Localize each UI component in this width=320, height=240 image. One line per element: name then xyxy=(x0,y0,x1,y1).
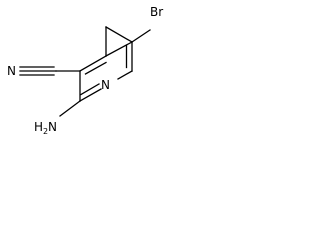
bond-c6-n1 xyxy=(117,70,133,80)
molecule-structure-diagram: Br N N H 2 N xyxy=(7,5,163,136)
bond-c4-c5 xyxy=(105,26,133,43)
bromine-label: Br xyxy=(150,5,163,19)
bond-c3-c4 xyxy=(79,55,107,72)
bond-n1-c2 xyxy=(79,88,102,102)
bond-c3-c4-inner xyxy=(84,61,107,75)
amine-h-label: H xyxy=(34,120,43,134)
bond-c-nh2 xyxy=(59,100,81,117)
amine-nitrogen-label: N xyxy=(48,120,57,134)
amine-h-subscript: 2 xyxy=(43,127,48,136)
bond-c-br xyxy=(131,29,151,43)
nitrile-nitrogen-label: N xyxy=(7,64,16,78)
bond-c4-ring xyxy=(105,41,133,57)
ring-nitrogen-label: N xyxy=(101,78,110,92)
bond-n1-c2-inner xyxy=(80,83,100,96)
